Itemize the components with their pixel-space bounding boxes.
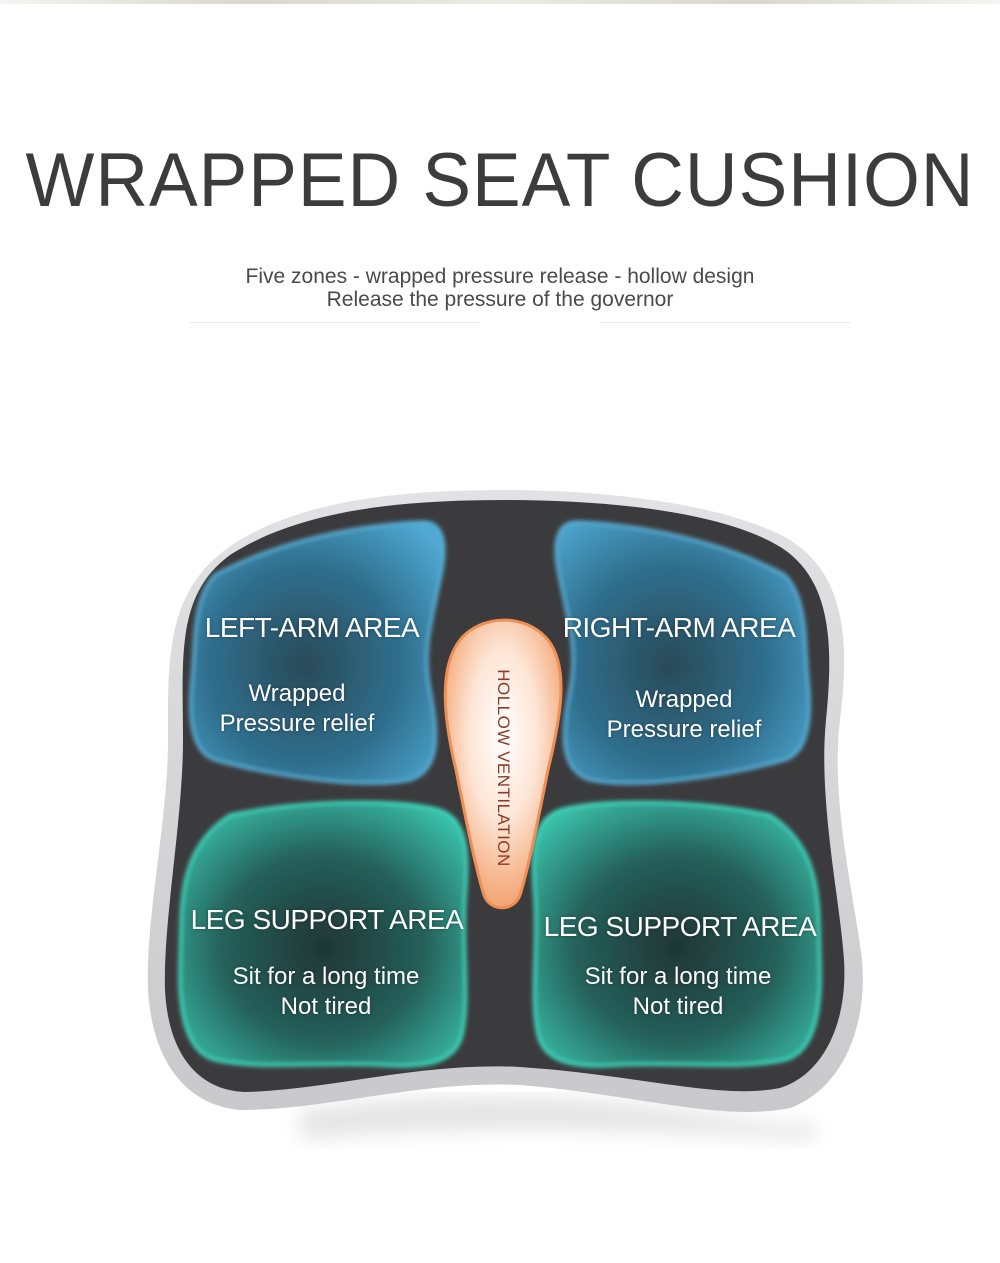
left-leg-desc-2: Not tired — [280, 993, 372, 1020]
left-arm-desc-2: Pressure relief — [219, 710, 375, 737]
divider-left — [190, 322, 480, 323]
subtitle-line-2: Release the pressure of the governor — [326, 288, 674, 311]
left-arm-zone — [189, 520, 446, 785]
right-arm-title: RIGHT-ARM AREA — [562, 612, 796, 643]
hollow-ventilation-label: HOLLOW VENTILATION — [494, 669, 513, 867]
right-leg-title: LEG SUPPORT AREA — [543, 911, 817, 942]
top-edge-strip — [0, 0, 1000, 4]
right-arm-desc-2: Pressure relief — [606, 716, 762, 743]
right-leg-desc-1: Sit for a long time — [584, 963, 772, 990]
right-arm-desc-1: Wrapped — [635, 686, 733, 713]
subtitle-line-1: Five zones - wrapped pressure release - … — [245, 265, 755, 288]
left-arm-desc-1: Wrapped — [248, 680, 346, 707]
right-leg-zone — [531, 800, 822, 1068]
right-leg-desc-2: Not tired — [632, 993, 724, 1020]
hollow-ventilation-zone — [443, 618, 563, 910]
divider-right — [600, 322, 850, 323]
cushion-shadow — [300, 1096, 820, 1140]
left-leg-desc-1: Sit for a long time — [232, 963, 420, 990]
page-title: WRAPPED SEAT CUSHION — [25, 138, 975, 223]
left-leg-title: LEG SUPPORT AREA — [190, 904, 464, 935]
left-arm-title: LEFT-ARM AREA — [204, 612, 420, 643]
left-leg-zone — [178, 800, 469, 1068]
right-arm-zone — [554, 520, 811, 785]
